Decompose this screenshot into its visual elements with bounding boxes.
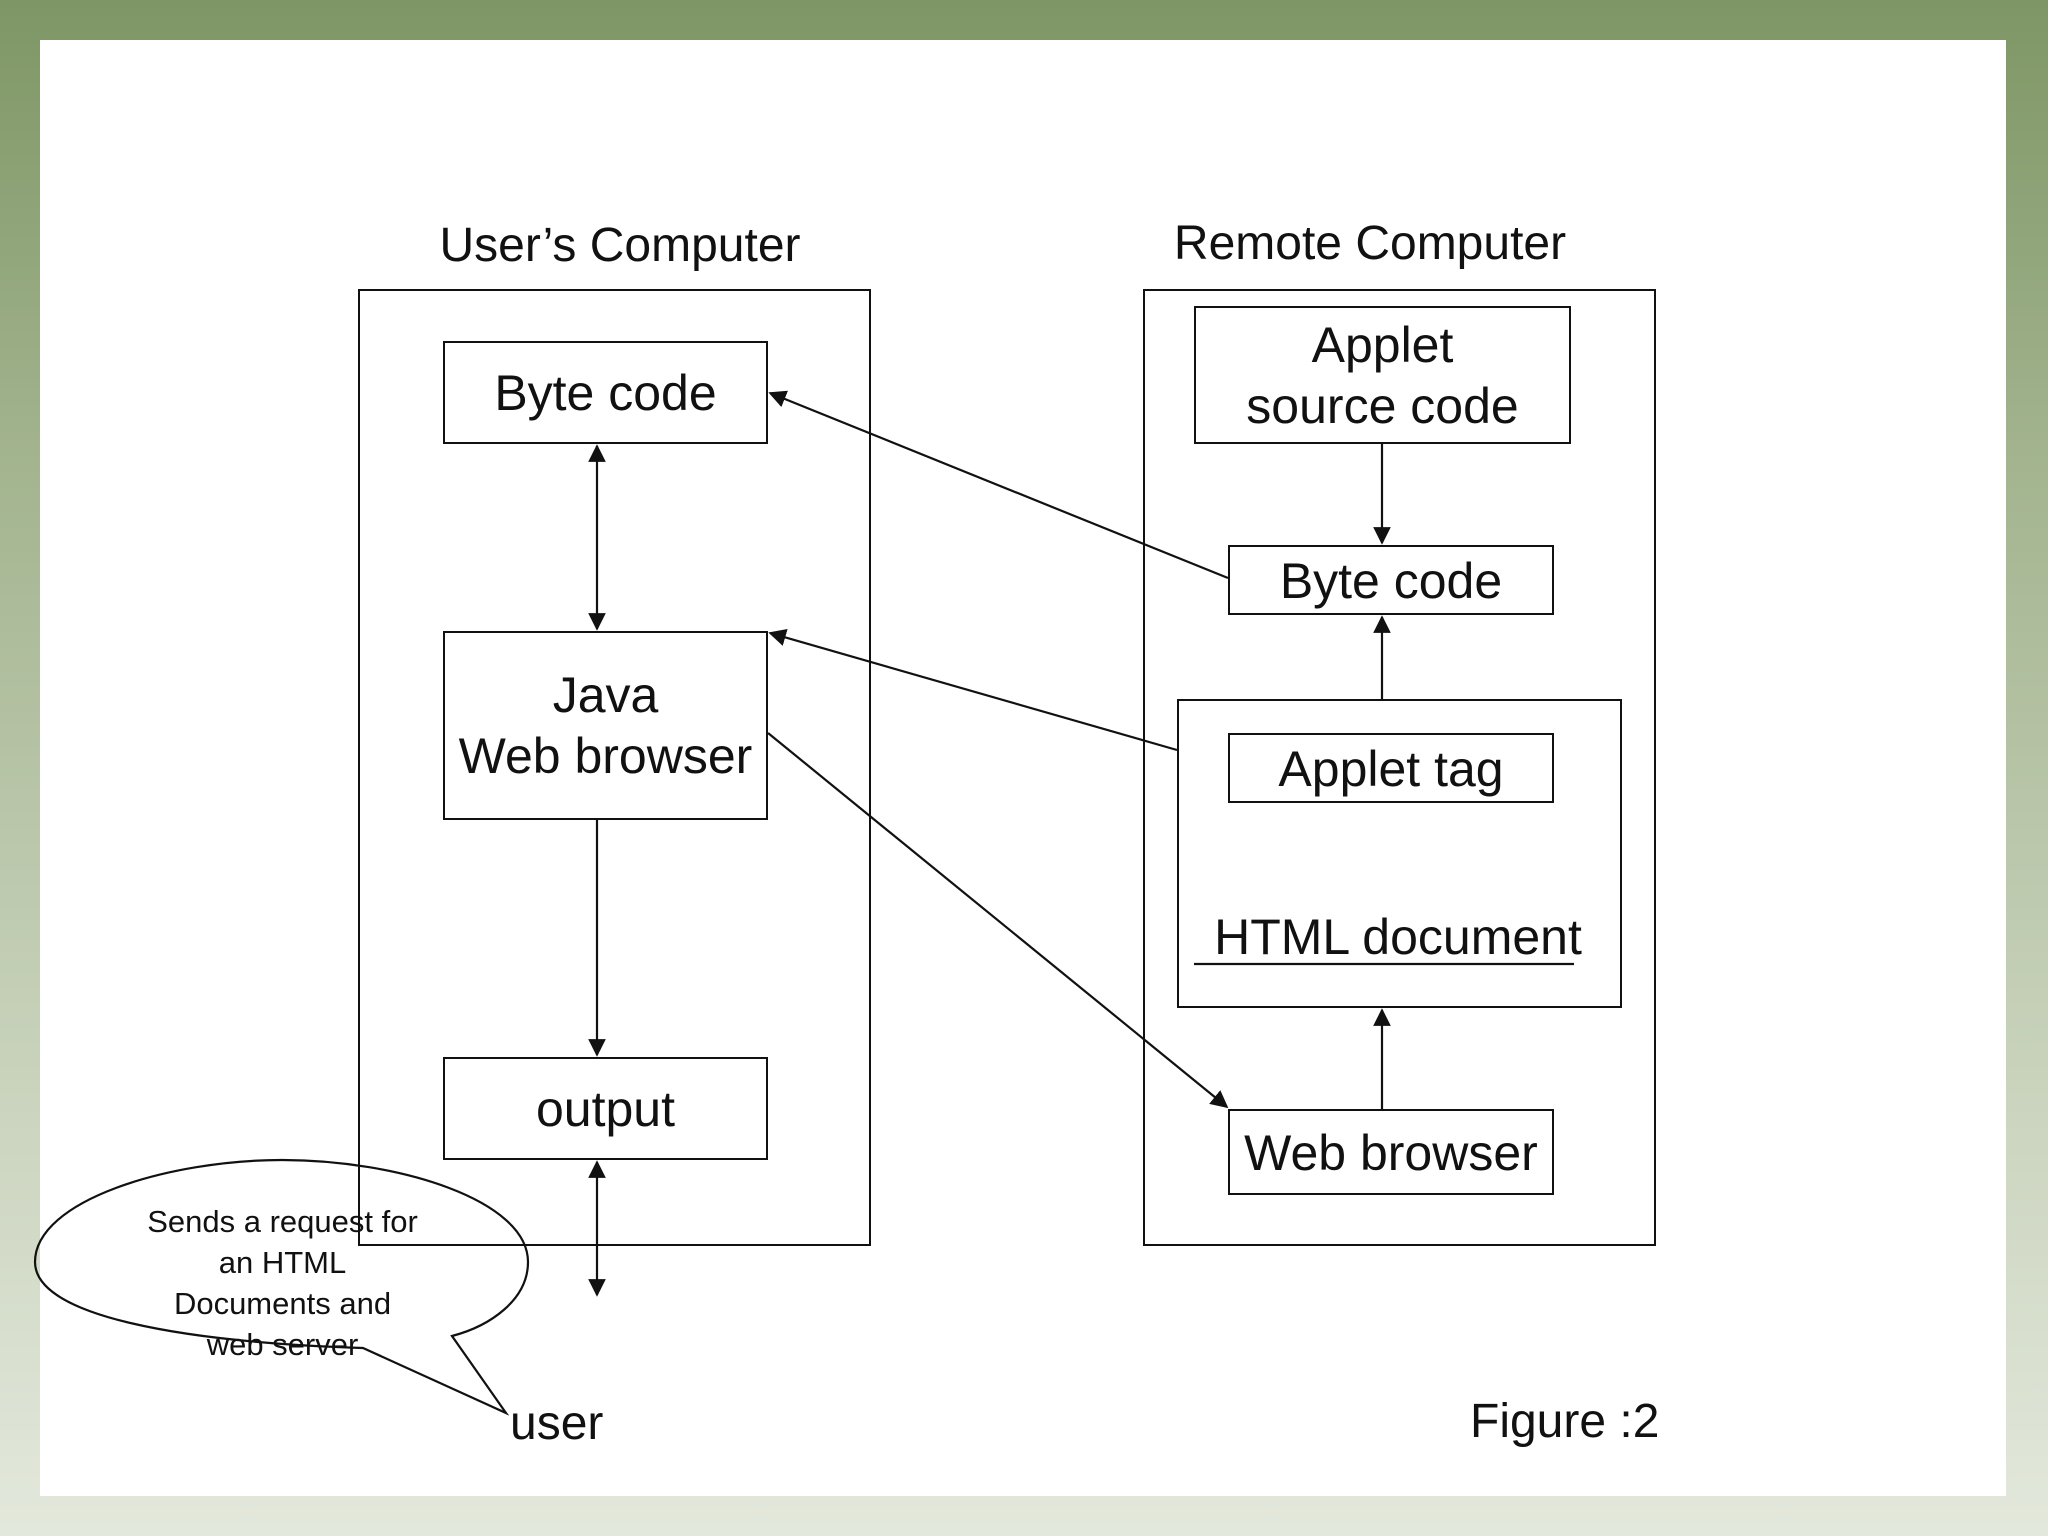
arrow-java-browser-to-web-browser [767,732,1229,1109]
html-document-box [1177,699,1622,1008]
remote-byte-code-box: Byte code [1228,545,1554,615]
html-document-label: HTML document [1214,909,1582,965]
arrow-remote-bytecode-to-user-bytecode [768,390,1229,580]
applet-source-code-box: Applet source code [1194,306,1571,444]
slide [40,40,2006,1496]
remote-web-browser-box: Web browser [1228,1109,1554,1195]
users-computer-title: User’s Computer [439,219,801,272]
remote-computer-title: Remote Computer [1173,217,1567,270]
users-computer-container [358,289,871,1246]
output-label: output [535,1081,675,1137]
applet-tag-box: Applet tag [1228,733,1554,803]
user-label: user [510,1397,604,1450]
callout-text-line1: Sends a request for [147,1204,418,1239]
applet-source-line1: Applet [1311,317,1454,373]
java-browser-line2: Web browser [458,728,753,784]
java-web-browser-box: Java Web browser [443,631,768,820]
output-box: output [443,1057,768,1160]
remote-computer-container [1143,289,1656,1246]
remote-web-browser-label: Web browser [1244,1125,1538,1181]
user-byte-code-label: Byte code [494,365,717,421]
callout-text-line3: Documents and [173,1286,392,1321]
callout-bubble [33,1158,530,1416]
callout-text-line4: web server [206,1327,359,1362]
callout-text-line2: an HTML [218,1245,347,1280]
applet-source-line2: source code [1246,378,1519,434]
java-browser-line1: Java [552,667,659,723]
arrow-html-to-java-browser [768,628,1178,752]
figure-label: Figure :2 [1470,1395,1660,1448]
user-byte-code-box: Byte code [443,341,768,444]
remote-byte-code-label: Byte code [1279,553,1503,609]
applet-tag-label: Applet tag [1278,741,1504,797]
